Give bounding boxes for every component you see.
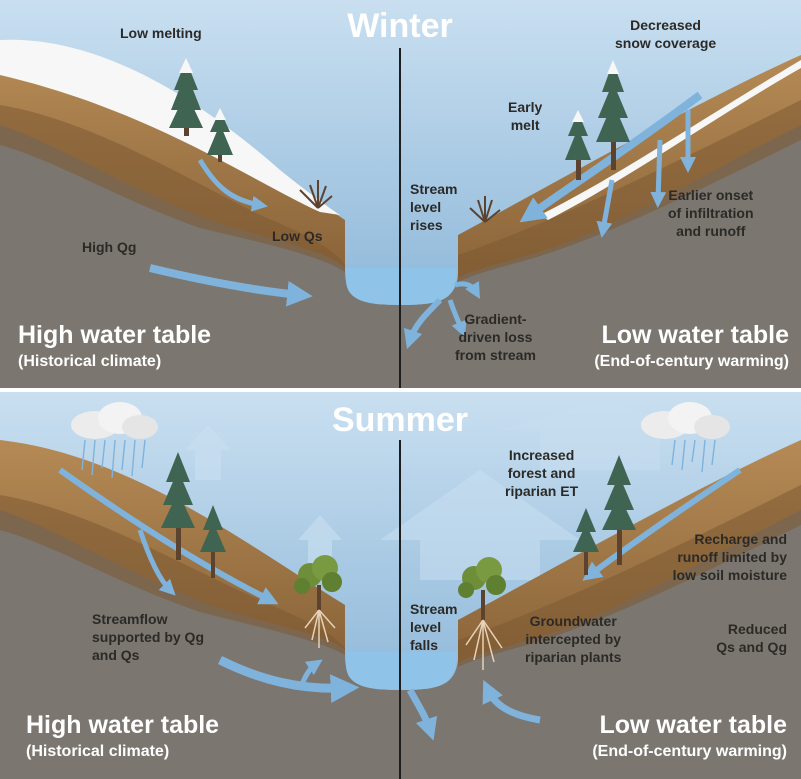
summer-et-arrow-large-1	[380, 470, 580, 580]
winter-left-water-table: High water table	[18, 321, 212, 349]
summer-left-tree-2	[200, 505, 226, 578]
summer-right-runoff-arrow	[582, 467, 742, 581]
winter-title: Winter	[347, 7, 453, 45]
winter-right-water-table: Low water table	[601, 321, 789, 349]
summer-right-tree-2	[573, 508, 599, 575]
summer-riparian-uptake-arrow	[482, 679, 541, 724]
winter-qs-arrow	[197, 158, 268, 212]
summer-stream-loss-arrow	[406, 688, 438, 741]
season-divider	[0, 388, 801, 392]
winter-qg-arrow	[149, 264, 313, 307]
summer-left-runoff-arrow	[58, 467, 279, 605]
summer-streamflow-label: Streamflow supported by Qg and Qs	[92, 611, 204, 663]
winter-high-qg-label: High Qg	[82, 239, 137, 255]
summer-qs-arrow	[297, 659, 323, 691]
winter-low-qs-label: Low Qs	[272, 228, 323, 244]
summer-groundwater-label: Groundwater intercepted by riparian plan…	[525, 613, 622, 665]
summer-left-riparian-plant	[294, 555, 342, 648]
winter-right-climate: (End-of-century warming)	[594, 353, 789, 370]
summer-et-arrow-small-1	[185, 425, 231, 480]
winter-loss-arrow-3	[454, 281, 480, 299]
summer-left-water-table: High water table	[26, 711, 220, 739]
summer-left-tree-1	[161, 452, 195, 560]
summer-left-infiltration-arrow	[137, 529, 176, 596]
winter-left-climate: (Historical climate)	[18, 353, 162, 370]
summer-right-soil-dark	[458, 485, 801, 667]
summer-right-tree-1	[602, 455, 636, 565]
summer-forest-et-label: Increased forest and riparian ET	[505, 447, 579, 499]
winter-infiltration-arrow-2	[650, 139, 667, 208]
winter-right-tree-1	[596, 60, 630, 170]
summer-recharge-label: Recharge and runoff limited by low soil …	[672, 531, 787, 583]
summer-bedrock	[0, 455, 801, 779]
winter-decreased-snow-label: Decreased snow coverage	[615, 17, 717, 51]
summer-right-riparian-plant	[458, 557, 506, 670]
summer-title: Summer	[331, 401, 469, 439]
summer-right-cloud	[641, 402, 730, 473]
winter-left-soil-dark	[0, 105, 345, 272]
summer-stream-falls-label: Stream level falls	[410, 601, 458, 653]
winter-loss-arrow-1	[403, 297, 443, 350]
winter-left-shrub	[299, 180, 333, 209]
winter-right-snow	[540, 60, 801, 220]
winter-right-tree-2	[565, 110, 591, 180]
summer-left-climate: (Historical climate)	[26, 743, 170, 760]
winter-right-shrub	[469, 196, 501, 223]
summer-left-rain	[81, 439, 146, 479]
summer-right-water-table: Low water table	[599, 711, 787, 739]
summer-reduced-label: Reduced Qs and Qg	[716, 621, 787, 655]
summer-right-rain	[671, 439, 716, 473]
summer-left-soil-dark	[0, 495, 345, 655]
winter-infiltration-label: Earlier onset of infiltration and runoff	[668, 187, 754, 239]
winter-stream-rises-label: Stream level rises	[410, 181, 458, 233]
winter-low-melting-label: Low melting	[120, 25, 202, 41]
winter-left-tree-2	[207, 108, 233, 162]
winter-early-melt-label: Early melt	[508, 99, 543, 133]
winter-loss-arrow-2	[447, 299, 467, 338]
winter-left-tree-1	[169, 58, 203, 136]
winter-right-soil-dark	[458, 100, 801, 282]
summer-left-cloud	[71, 402, 158, 479]
summer-right-climate: (End-of-century warming)	[592, 743, 787, 760]
summer-qg-arrow	[217, 655, 360, 704]
winter-infiltration-arrow-1	[596, 179, 615, 238]
winter-gradient-loss-label: Gradient- driven loss from stream	[455, 311, 536, 363]
summer-et-arrow-small-2	[298, 515, 342, 565]
